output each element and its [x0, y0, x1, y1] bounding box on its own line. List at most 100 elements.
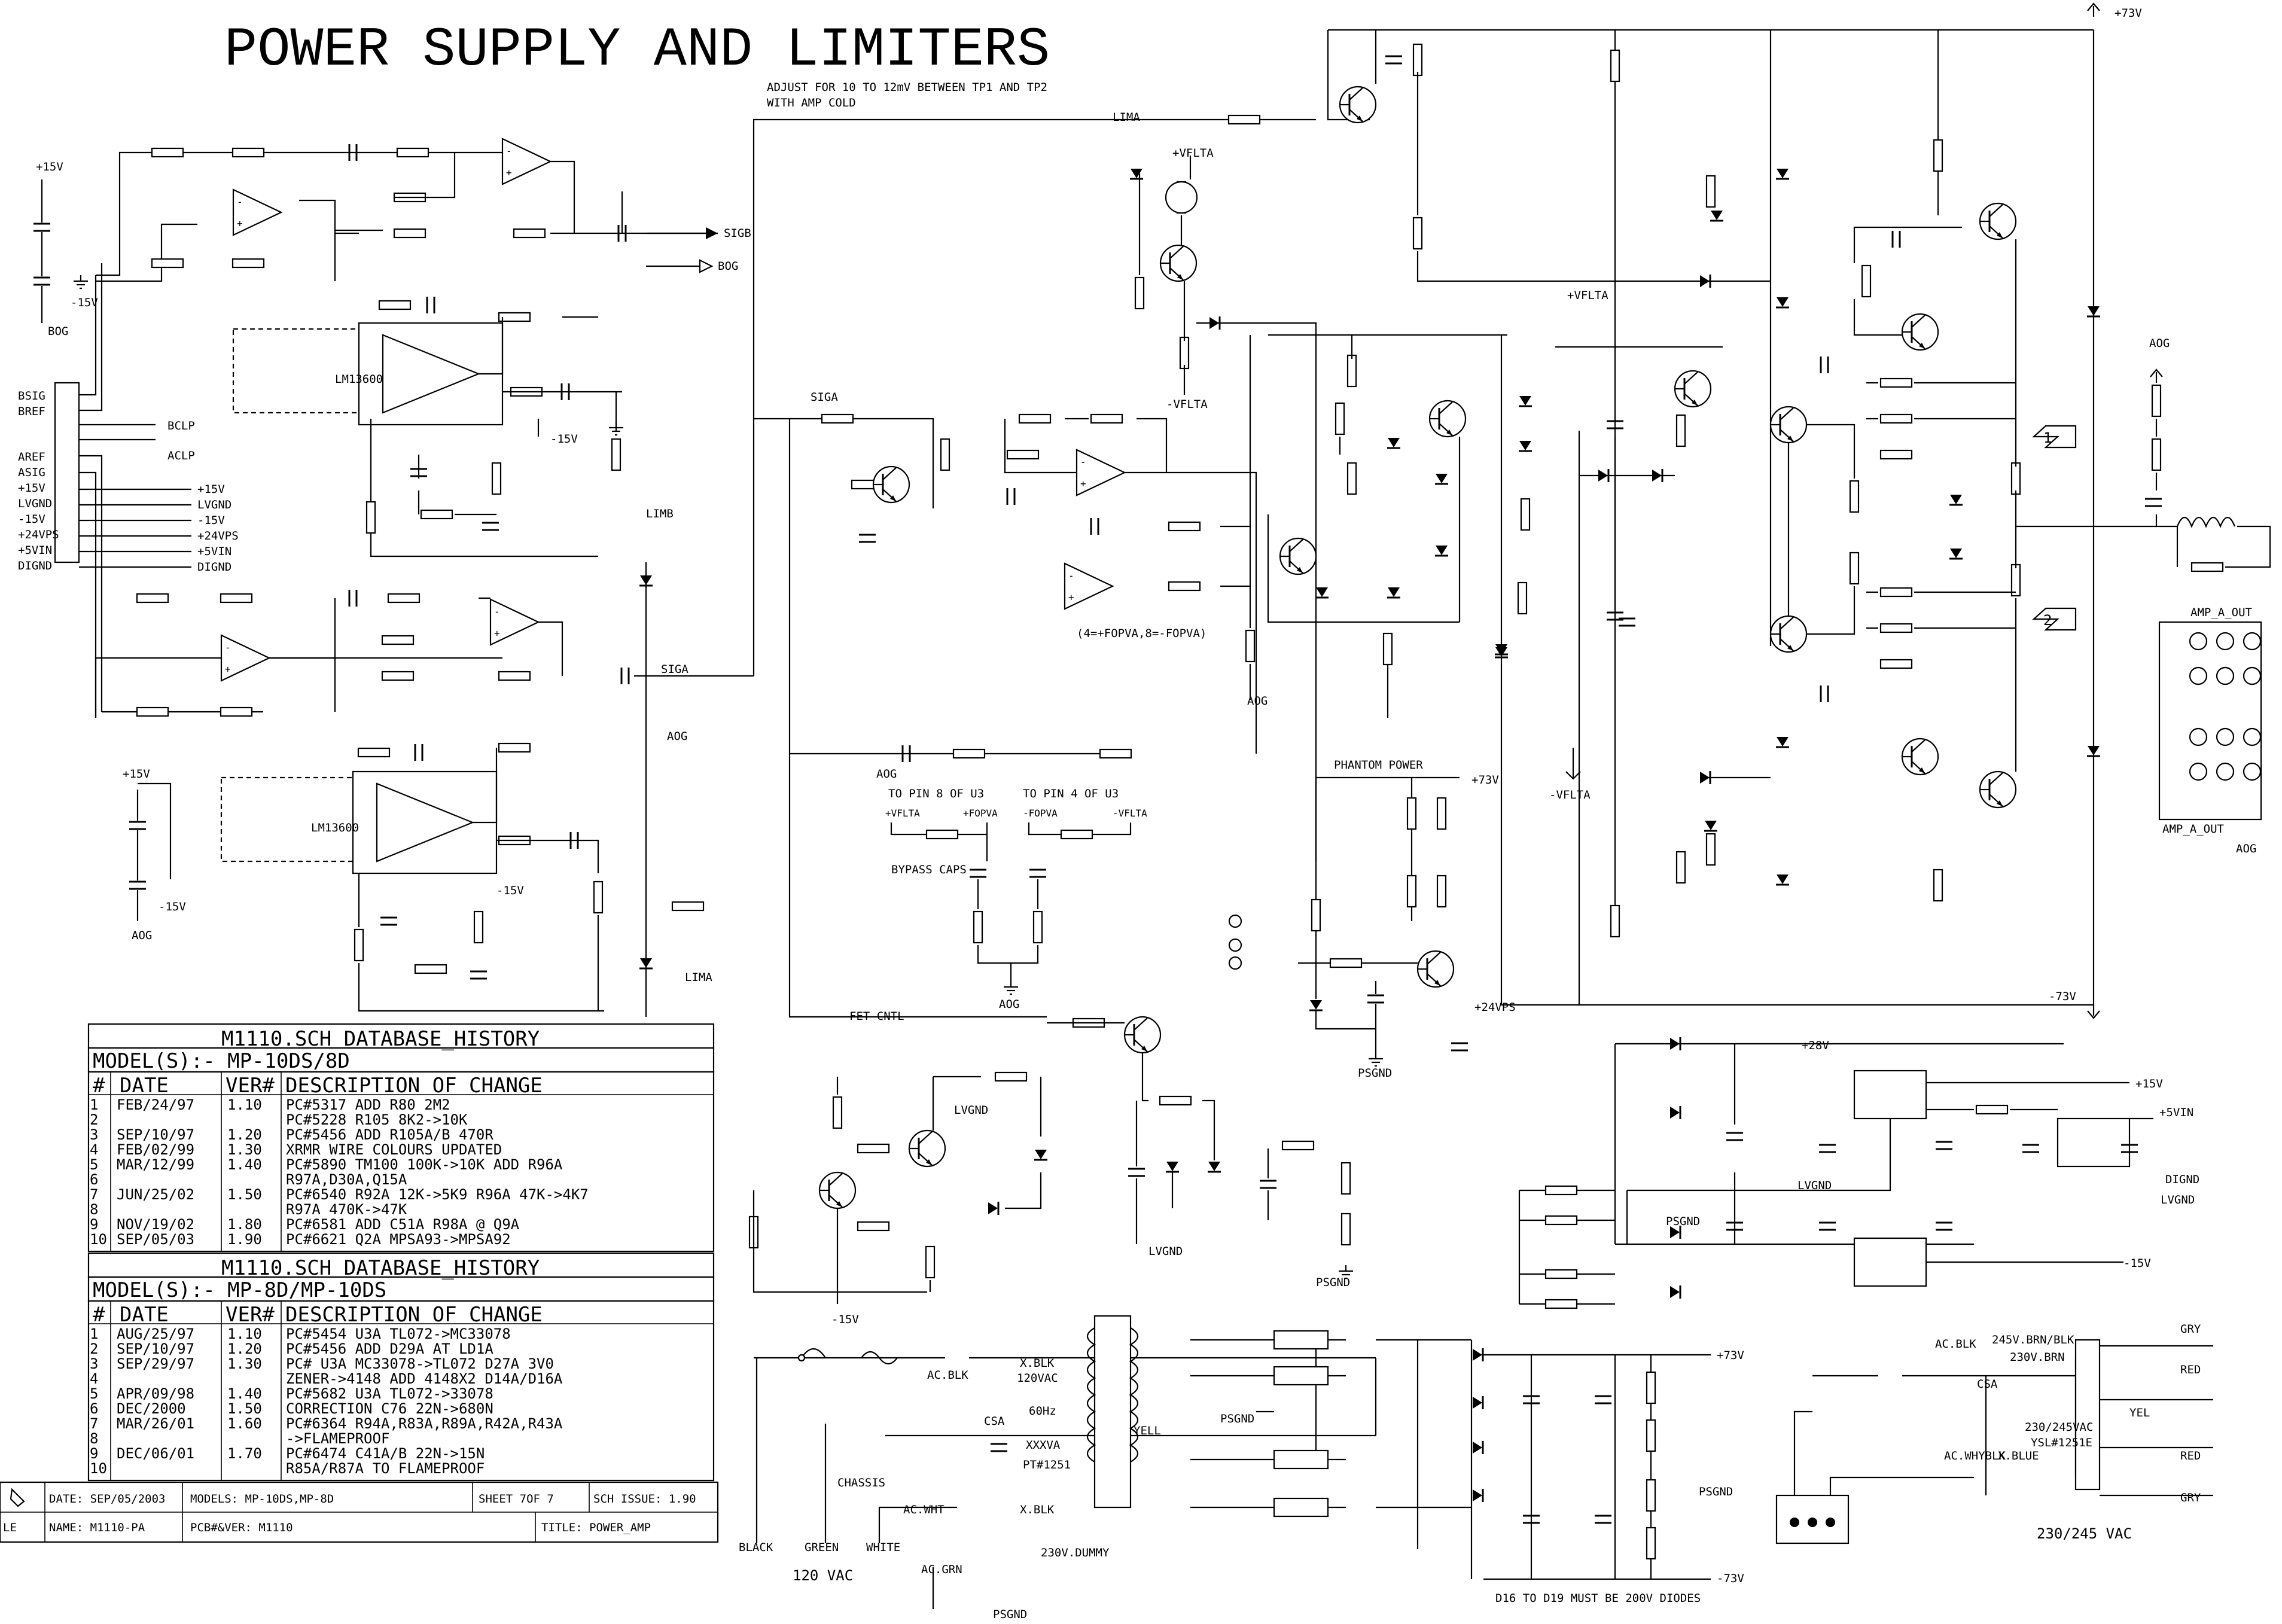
yell-label: YELL: [1134, 1424, 1161, 1437]
lm13600-a: LM13600: [311, 821, 359, 834]
history2-title: M1110.SCH DATABASE_HISTORY: [221, 1256, 540, 1280]
aog-label: AOG: [667, 730, 687, 743]
h1-r9-c0: 10: [90, 1231, 107, 1248]
h1-r6-c1: JUN/25/02: [117, 1186, 194, 1203]
black-label: BLACK: [739, 1541, 773, 1554]
q4a: [1428, 400, 1467, 438]
h2-r4-c1: APR/09/98: [117, 1385, 194, 1402]
brn-label: 245V.BRN/BLK: [1992, 1333, 2074, 1346]
bypass-caps-label: BYPASS CAPS: [891, 863, 967, 876]
fopva-m: -FOPVA: [1023, 808, 1058, 819]
history-table-1: M1110.SCH DATABASE_HISTORY MODEL(S):- MP…: [87, 1023, 715, 1253]
h2-r9-c0: 10: [90, 1460, 107, 1477]
dignd-reg: DIGND: [2165, 1173, 2199, 1186]
title-block: DATE: SEP/05/2003 MODELS: MP-10DS,MP-8D …: [0, 1481, 719, 1543]
h1-r7-c0: 8: [90, 1201, 98, 1218]
h1-r1-c0: 2: [90, 1111, 98, 1128]
output-stage: +73V LIMA -7: [1113, 2, 2271, 1019]
h1-r0-c2: 1.10: [227, 1096, 262, 1113]
ac-input-230: 245V.BRN/BLK 230V.BRN 230/245VAC YSL#125…: [1775, 1323, 2213, 1544]
h2-r2-c0: 3: [90, 1355, 98, 1372]
red-bottom: RED: [2180, 1449, 2201, 1462]
q8a: [1901, 738, 1939, 776]
h2-r1-c1: SEP/10/97: [117, 1340, 194, 1357]
h2-r5-c2: 1.50: [227, 1400, 262, 1417]
gry-bottom: GRY: [2180, 1491, 2201, 1504]
h1-r0-c0: 1: [90, 1096, 98, 1113]
tb-name: NAME: M1110-PA: [49, 1521, 145, 1534]
lima-top: LIMA: [1113, 111, 1140, 124]
p28-label: +28V: [1802, 1039, 1829, 1052]
xblk-bottom: X.BLK: [1020, 1503, 1055, 1516]
adjust-note: ADJUST FOR 10 TO 12mV BETWEEN TP1 AND TP…: [767, 81, 1047, 94]
pin8-note: TO PIN 8 OF U3: [888, 787, 984, 800]
bog-top: BOG: [48, 325, 68, 338]
red-top: RED: [2180, 1363, 2201, 1376]
h1-r4-c2: 1.40: [227, 1156, 262, 1173]
h1-r9-c3: PC#6621 Q2A MPSA93->MPSA92: [286, 1231, 511, 1248]
lm13600-b: LM13600: [335, 373, 383, 386]
pin-p5: +5VIN: [18, 544, 52, 557]
bog-label: BOG: [718, 260, 738, 273]
siga-label: SIGA: [661, 663, 688, 676]
h1-r9-c1: SEP/05/03: [117, 1231, 194, 1248]
history1-model: MODEL(S):- MP-10DS/8D: [93, 1049, 350, 1073]
aog-right-top: AOG: [2149, 337, 2170, 350]
u3-supply-note: (4=+FOPVA,8=-FOPVA): [1077, 627, 1206, 640]
h2-r8-c1: DEC/06/01: [117, 1445, 194, 1462]
t120-label: 120VAC: [1017, 1372, 1058, 1385]
tb-le: LE: [3, 1521, 17, 1534]
q14a: [1279, 537, 1317, 575]
rail-resistors: [1518, 1185, 1615, 1309]
aog-mid: AOG: [132, 929, 152, 942]
tp1-tag: 1: [2043, 429, 2052, 446]
pin4-note: TO PIN 4 OF U3: [1023, 787, 1119, 800]
h2-r0-c2: 1.10: [227, 1326, 262, 1342]
out-p24: +24VPS: [197, 529, 239, 543]
xxxva-label: XXXVA: [1026, 1439, 1061, 1452]
xblue-label: X.BLUE: [1998, 1449, 2039, 1462]
psgnd-phantom: PSGND: [1358, 1067, 1392, 1080]
h1-r3-c2: 1.30: [227, 1141, 262, 1158]
pin-m15: -15V: [18, 513, 45, 526]
history1-h1: DATE: [120, 1074, 169, 1098]
out-p15: +15V: [197, 483, 225, 496]
h2-r6-c2: 1.60: [227, 1415, 262, 1432]
q9a: [1901, 313, 1939, 351]
pin-lvgnd: LVGND: [18, 497, 52, 510]
limiter-a: SIGA AOG LM13600 LIMA LIMB -15V: [95, 118, 1316, 1017]
h2-r7-c0: 8: [90, 1430, 98, 1447]
pin-dignd: DIGND: [18, 559, 52, 572]
m15-mid: -15V: [159, 900, 186, 913]
green-label: GREEN: [805, 1541, 839, 1554]
csa-230: CSA: [1977, 1378, 1998, 1391]
h1-r0-c3: PC#5317 ADD R80 2M2: [286, 1096, 450, 1113]
amp-a-out-top: AMP_A_OUT: [2190, 606, 2252, 619]
white-label: WHITE: [866, 1541, 900, 1554]
dummy-label: 230V.DUMMY: [1041, 1546, 1110, 1559]
v230-label: 230/245 VAC: [2037, 1525, 2132, 1542]
h2-r1-c2: 1.20: [227, 1340, 262, 1357]
h1-r5-c0: 6: [90, 1171, 98, 1188]
h2-r7-c3: ->FLAMEPROOF: [286, 1430, 389, 1447]
u1a-opamp-2: [489, 598, 540, 646]
tb-title: TITLE: POWER_AMP: [541, 1521, 651, 1534]
u1b-opamp-2: [501, 138, 552, 185]
h2-r3-c3: ZENER->4148 ADD 4148X2 D14A/D16A: [286, 1370, 563, 1387]
brn2-label: 230V.BRN: [2010, 1351, 2065, 1364]
history-table-2: M1110.SCH DATABASE_HISTORY MODEL(S):- MP…: [87, 1252, 715, 1482]
ysl-label: YSL#1251E: [2031, 1436, 2092, 1449]
out-p5: +5VIN: [197, 545, 231, 558]
h1-r6-c2: 1.50: [227, 1186, 262, 1203]
reg-7915: [1853, 1237, 1927, 1287]
h1-r2-c1: SEP/10/97: [117, 1126, 194, 1143]
acblk-230: AC.BLK: [1935, 1337, 1976, 1351]
fopva-p: +FOPVA: [963, 808, 998, 819]
h2-r8-c0: 9: [90, 1445, 98, 1462]
h1-r2-c2: 1.20: [227, 1126, 262, 1143]
p15-reg: +15V: [2135, 1077, 2163, 1090]
q1a: [1769, 406, 1808, 444]
output-binding-posts: [2158, 621, 2262, 821]
aog-right-bottom: AOG: [2236, 842, 2256, 855]
